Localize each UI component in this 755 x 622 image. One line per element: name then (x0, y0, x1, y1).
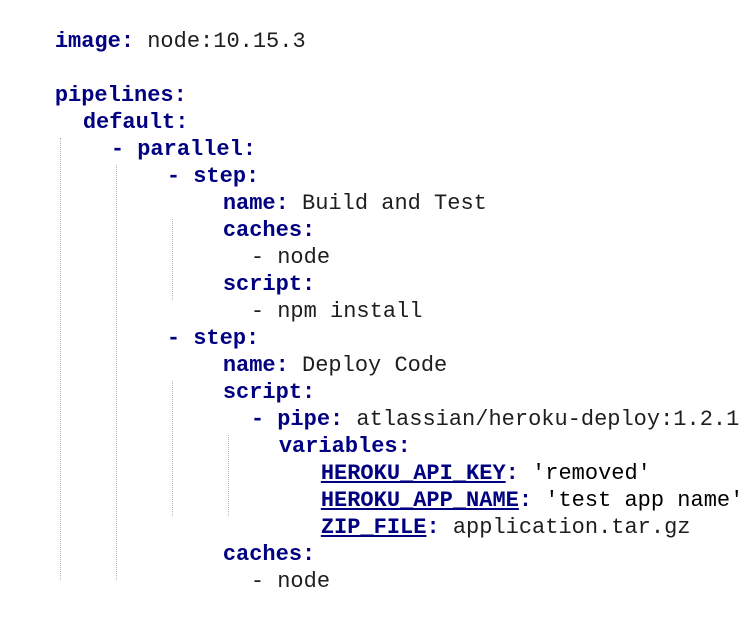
yaml-value: node:10.15.3 (134, 29, 306, 54)
code-line: variables: (226, 406, 411, 459)
yaml-list-dash: - (250, 245, 278, 270)
yaml-list-dash: - (166, 164, 194, 189)
yaml-key: HEROKU_APP_NAME (320, 488, 519, 513)
code-line: script: (170, 352, 315, 405)
indent-guide (172, 219, 173, 300)
yaml-key: variables (278, 434, 398, 459)
yaml-value: Build and Test (288, 191, 487, 216)
code-line: image: node:10.15.3 (2, 1, 306, 54)
code-line: script: (170, 244, 315, 297)
yaml-list-dash: - (250, 299, 278, 324)
yaml-key: default (82, 110, 176, 135)
yaml-list-dash: - (166, 326, 194, 351)
yaml-colon: : (302, 218, 316, 243)
code-line: name: Deploy Code (170, 325, 447, 378)
indent-guide (228, 435, 229, 516)
yaml-list-dash: - (250, 569, 278, 594)
yaml-colon: : (246, 164, 260, 189)
yaml-colon: : (175, 110, 189, 135)
yaml-key: caches (222, 218, 303, 243)
yaml-value: node (277, 569, 331, 594)
yaml-key: name (222, 353, 276, 378)
yaml-key: ZIP_FILE (320, 515, 427, 540)
yaml-colon: : (275, 191, 289, 216)
yaml-colon: : (330, 407, 344, 432)
yaml-value: 'test app name' (532, 488, 744, 513)
yaml-colon: : (505, 461, 519, 486)
yaml-colon: : (242, 137, 257, 162)
yaml-colon: : (518, 488, 533, 513)
code-line: - pipe: atlassian/heroku-deploy:1.2.1 (198, 379, 740, 432)
code-line: - npm install (198, 271, 423, 324)
yaml-key: pipe (277, 407, 331, 432)
yaml-value: 'removed' (518, 461, 651, 486)
code-line: ZIP_FILE: application.tar.gz (268, 487, 691, 540)
yaml-key: script (222, 380, 303, 405)
code-line: HEROKU_APP_NAME: 'test app name' (268, 460, 743, 513)
yaml-colon: : (173, 83, 187, 108)
code-line: - step: (114, 136, 259, 189)
yaml-key: HEROKU_API_KEY (320, 461, 506, 486)
code-line: - node (198, 217, 330, 270)
yaml-key: step (193, 326, 247, 351)
yaml-list-dash: - (250, 407, 278, 432)
code-line: - step: (114, 298, 259, 351)
indent-guide (172, 381, 173, 516)
yaml-key: name (222, 191, 276, 216)
yaml-value: atlassian/heroku-deploy:1.2.1 (343, 407, 740, 432)
yaml-colon: : (246, 326, 260, 351)
code-line: name: Build and Test (170, 163, 487, 216)
code-line: - parallel: (58, 109, 256, 162)
code-line: pipelines: (2, 55, 187, 108)
code-line: caches: (170, 514, 315, 567)
yaml-key: pipelines (54, 83, 174, 108)
yaml-colon: : (302, 542, 316, 567)
yaml-key: step (193, 164, 247, 189)
yaml-key: caches (222, 542, 303, 567)
yaml-value: node (277, 245, 331, 270)
code-line: caches: (170, 190, 315, 243)
yaml-key: script (222, 272, 303, 297)
code-editor[interactable]: image: node:10.15.3 pipelines: default: … (0, 0, 755, 594)
indent-guide (116, 165, 117, 580)
yaml-colon: : (426, 515, 440, 540)
code-line: HEROKU_API_KEY: 'removed' (268, 433, 651, 486)
yaml-key: image (54, 29, 121, 54)
yaml-colon: : (275, 353, 289, 378)
yaml-key: parallel (137, 137, 243, 162)
yaml-colon: : (120, 29, 135, 54)
yaml-value: Deploy Code (288, 353, 448, 378)
indent-guide (60, 138, 61, 580)
yaml-colon: : (302, 272, 316, 297)
yaml-value: application.tar.gz (439, 515, 691, 540)
code-line: default: (30, 82, 189, 135)
yaml-colon: : (302, 380, 316, 405)
yaml-value: npm install (277, 299, 423, 324)
yaml-colon: : (397, 434, 411, 459)
yaml-list-dash: - (110, 137, 138, 162)
code-line: - node (198, 541, 330, 594)
